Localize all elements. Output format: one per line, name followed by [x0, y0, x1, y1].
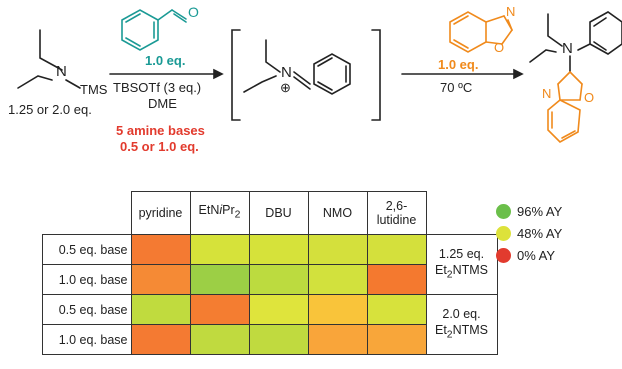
- heat-cell: [366, 234, 427, 265]
- group-label-2-0: 2.0 eq. Et2NTMS: [425, 294, 498, 355]
- bases-line-1: 5 amine bases: [116, 123, 205, 138]
- amine-equivalents: 1.25 or 2.0 eq.: [8, 102, 92, 117]
- heat-cell: [130, 294, 191, 325]
- legend-item: 48% AY: [496, 222, 562, 244]
- heat-cell: [307, 324, 368, 355]
- row-label: 1.0 eq. base: [42, 324, 132, 355]
- bases-line-2: 0.5 or 1.0 eq.: [120, 139, 199, 154]
- heat-cell: [366, 324, 427, 355]
- product-benzoxazole: [547, 71, 583, 143]
- legend-dot-icon: [496, 247, 511, 263]
- product-oxazole-o: O: [584, 90, 595, 105]
- heat-cell: [307, 264, 368, 295]
- heat-cell: [248, 324, 309, 355]
- heat-cell: [189, 264, 250, 295]
- heat-cell: [130, 264, 191, 295]
- heat-cell: [307, 294, 368, 325]
- corner-cell: [42, 191, 132, 235]
- legend-item: 0% AY: [496, 244, 562, 266]
- tms-label: TMS: [80, 82, 108, 97]
- ethyl-bond: [39, 29, 63, 71]
- heat-cell: [366, 264, 427, 295]
- table-row: 0.5 eq. base 1.25 eq. Et2NTMS: [42, 234, 498, 295]
- table-row: 1.0 eq. base: [42, 264, 498, 295]
- group-corner-cell: [426, 191, 497, 235]
- col-header-pyridine: pyridine: [130, 191, 191, 235]
- benzoxazole-structure: [449, 11, 513, 53]
- heat-cell: [189, 234, 250, 265]
- group-label-1-25: 1.25 eq. Et2NTMS: [425, 234, 498, 295]
- benzoxazole-n: N: [506, 4, 516, 19]
- product-oxazole-n: N: [542, 86, 552, 101]
- legend-item: 96% AY: [496, 200, 562, 222]
- aldehyde-oxygen: O: [188, 4, 199, 20]
- heat-cell: [130, 234, 191, 265]
- benzoxazole-equivalents: 1.0 eq.: [438, 57, 479, 72]
- activator-label: TBSOTf (3 eq.): [113, 80, 202, 95]
- legend-label: 48% AY: [517, 225, 563, 241]
- table-row: 1.0 eq. base: [42, 324, 498, 355]
- legend-dot-icon: [496, 203, 511, 219]
- results-heatmap-table: pyridine EtNiPr2 DBU NMO 2,6-lutidine 0.…: [42, 191, 498, 355]
- row-label: 0.5 eq. base: [42, 294, 132, 325]
- legend-label: 96% AY: [517, 203, 563, 219]
- header-row: pyridine EtNiPr2 DBU NMO 2,6-lutidine: [42, 191, 497, 235]
- legend-label: 0% AY: [517, 247, 556, 263]
- reaction-scheme: [17, 9, 622, 143]
- heat-cell: [130, 324, 191, 355]
- heat-cell: [366, 294, 427, 325]
- row-label: 0.5 eq. base: [42, 234, 132, 265]
- amine-n-label: N: [56, 63, 67, 80]
- aldehyde-equivalents: 1.0 eq.: [145, 53, 186, 68]
- col-header-etnipr2: EtNiPr2: [189, 191, 250, 235]
- heat-cell: [248, 294, 309, 325]
- heat-cell: [189, 294, 250, 325]
- col-header-dbu: DBU: [248, 191, 309, 235]
- legend-dot-icon: [496, 225, 511, 241]
- benzaldehyde-structure: [121, 9, 187, 51]
- col-header-nmo: NMO: [307, 191, 368, 235]
- heat-cell: [248, 264, 309, 295]
- table-row: 0.5 eq. base 2.0 eq. Et2NTMS: [42, 294, 498, 355]
- product-n: N: [562, 40, 573, 57]
- heat-cell: [307, 234, 368, 265]
- legend: 96% AY 48% AY 0% AY: [496, 200, 562, 266]
- heat-cell: [189, 324, 250, 355]
- solvent-label: DME: [148, 96, 177, 111]
- row-label: 1.0 eq. base: [42, 264, 132, 295]
- iminium-n: N: [281, 64, 292, 81]
- iminium-charge: ⊕: [280, 80, 291, 95]
- col-header-lutidine: 2,6-lutidine: [366, 191, 427, 235]
- heat-cell: [248, 234, 309, 265]
- ethyl-bond-2: [17, 75, 53, 89]
- benzoxazole-o: O: [494, 40, 505, 55]
- temperature-label: 70 ºC: [440, 80, 473, 95]
